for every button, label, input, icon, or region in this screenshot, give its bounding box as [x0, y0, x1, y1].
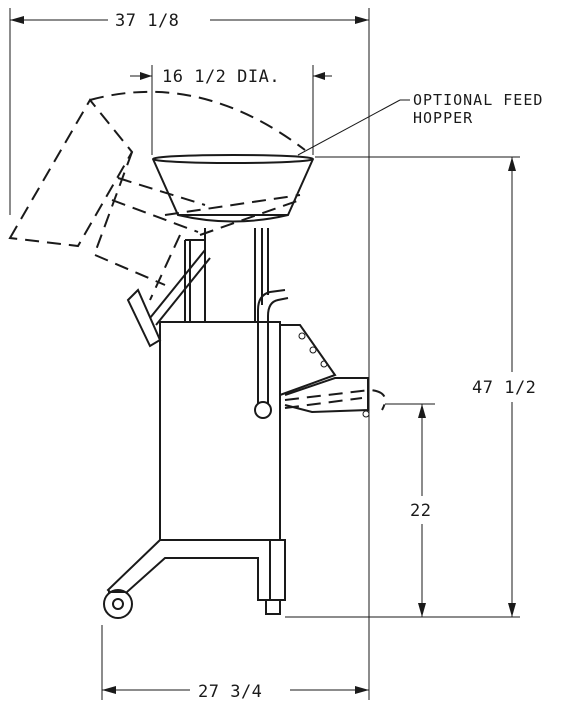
- dimension-hopper-diameter: 16 1/2 DIA.: [130, 67, 332, 87]
- machine-column: [184, 228, 269, 322]
- tilted-hopper-phantom: [8, 90, 306, 301]
- push-handle: [254, 289, 289, 419]
- lid-lever: [126, 249, 211, 348]
- feed-hopper: [152, 154, 314, 236]
- machine-body: [159, 321, 281, 541]
- control-panel: [279, 324, 337, 396]
- hopper-diameter-label: 16 1/2 DIA.: [162, 67, 280, 87]
- feed-hopper-label-line1: OPTIONAL FEED: [413, 91, 543, 109]
- dimension-overall-width: 37 1/8: [10, 11, 369, 31]
- dimension-base-width: 27 3/4: [102, 682, 369, 702]
- dimension-overall-height: 47 1/2: [472, 157, 536, 617]
- base-width-label: 27 3/4: [198, 682, 262, 702]
- extension-lines: [9, 8, 520, 700]
- callout-feed-hopper: OPTIONAL FEED HOPPER: [297, 91, 543, 156]
- caster-wheel: [103, 589, 133, 619]
- discharge-chute: [284, 377, 386, 418]
- discharge-height-label: 22: [410, 501, 431, 521]
- overall-width-label: 37 1/8: [115, 11, 179, 31]
- feed-hopper-label-line2: HOPPER: [413, 109, 473, 127]
- overall-height-label: 47 1/2: [472, 378, 536, 398]
- dimension-discharge-height: 22: [410, 404, 431, 617]
- base-frame: [106, 539, 286, 615]
